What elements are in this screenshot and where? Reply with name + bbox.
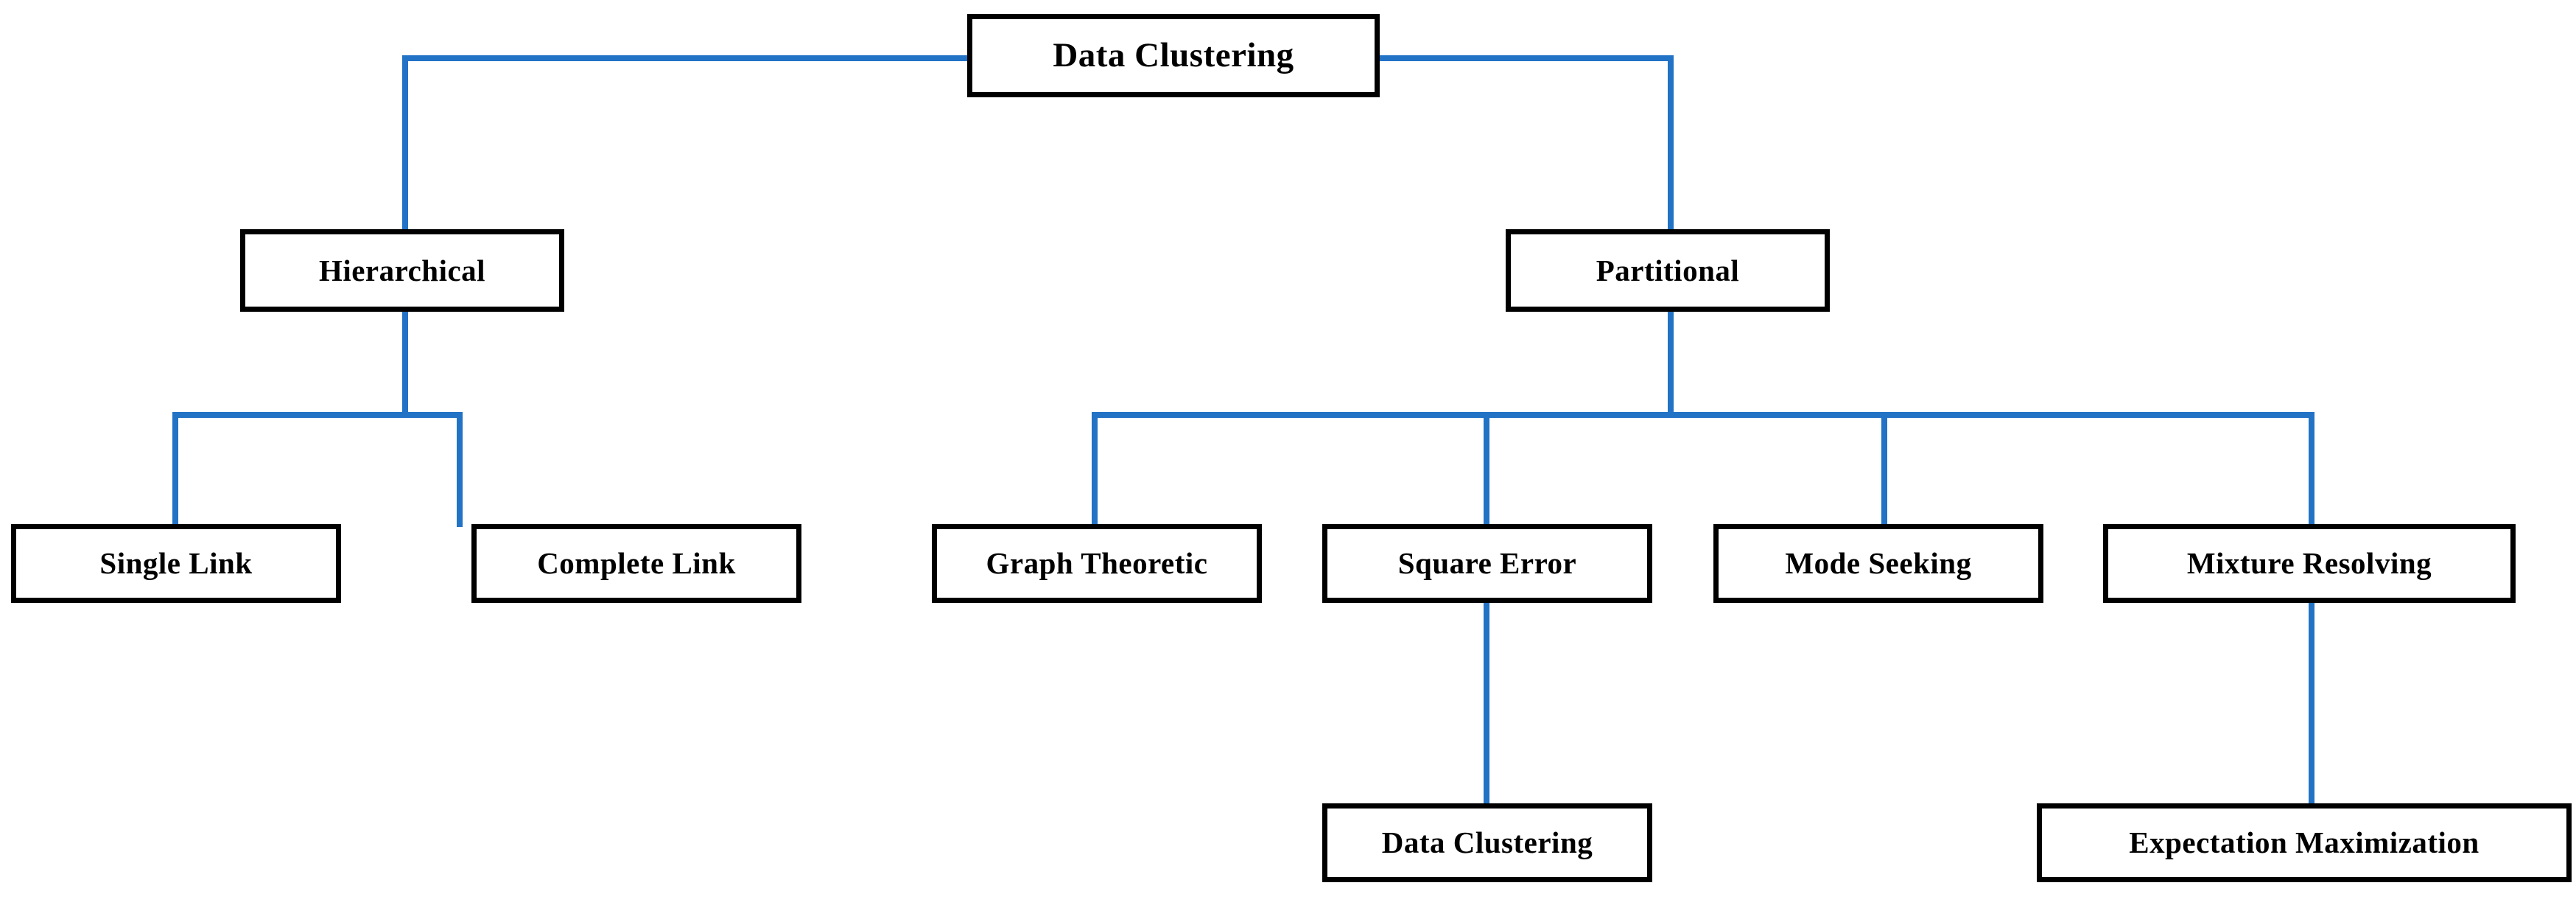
node-label-mode-seeking: Mode Seeking	[1785, 546, 1972, 580]
connector-to-mixture-resolving	[2309, 412, 2314, 527]
node-label-hierarchical: Hierarchical	[318, 253, 486, 287]
node-hierarchical[interactable]: Hierarchical	[240, 229, 564, 312]
connector-root-right-horizontal	[1378, 55, 1674, 61]
connector-root-left-horizontal	[402, 55, 971, 61]
node-label-expectation-maximization: Expectation Maximization	[2129, 825, 2480, 859]
node-label-mixture-resolving: Mixture Resolving	[2186, 546, 2432, 580]
connector-hierarchical-stem	[402, 310, 408, 418]
node-mixture-resolving[interactable]: Mixture Resolving	[2103, 524, 2516, 603]
node-square-error[interactable]: Square Error	[1322, 524, 1652, 603]
node-complete-link[interactable]: Complete Link	[471, 524, 801, 603]
node-label-graph-theoretic: Graph Theoretic	[986, 546, 1208, 580]
connector-square-error-to-data-clustering	[1484, 603, 1489, 809]
connector-partitional-bar	[1092, 412, 2314, 418]
node-label-data-clustering-root: Data Clustering	[1053, 36, 1294, 74]
connector-root-to-partitional-vertical	[1668, 55, 1674, 232]
connector-mixture-resolving-to-expectation-maximization	[2309, 603, 2314, 809]
node-label-single-link: Single Link	[99, 546, 253, 580]
connector-to-mode-seeking	[1881, 412, 1887, 527]
node-data-clustering-leaf[interactable]: Data Clustering	[1322, 803, 1652, 882]
connector-to-single-link	[172, 412, 178, 527]
connector-to-square-error	[1484, 412, 1489, 527]
node-single-link[interactable]: Single Link	[11, 524, 341, 603]
node-data-clustering-root[interactable]: Data Clustering	[967, 14, 1380, 97]
connector-hierarchical-bar	[172, 412, 463, 418]
connector-partitional-stem	[1668, 310, 1674, 418]
node-label-complete-link: Complete Link	[537, 546, 736, 580]
node-mode-seeking[interactable]: Mode Seeking	[1713, 524, 2043, 603]
node-graph-theoretic[interactable]: Graph Theoretic	[932, 524, 1262, 603]
node-label-data-clustering-leaf: Data Clustering	[1381, 825, 1593, 859]
node-label-square-error: Square Error	[1397, 546, 1577, 580]
connector-to-complete-link	[457, 412, 463, 527]
connector-to-graph-theoretic	[1092, 412, 1098, 527]
connector-root-to-hierarchical-vertical	[402, 55, 408, 232]
node-partitional[interactable]: Partitional	[1506, 229, 1830, 312]
node-expectation-maximization[interactable]: Expectation Maximization	[2037, 803, 2572, 882]
node-label-partitional: Partitional	[1596, 253, 1740, 287]
